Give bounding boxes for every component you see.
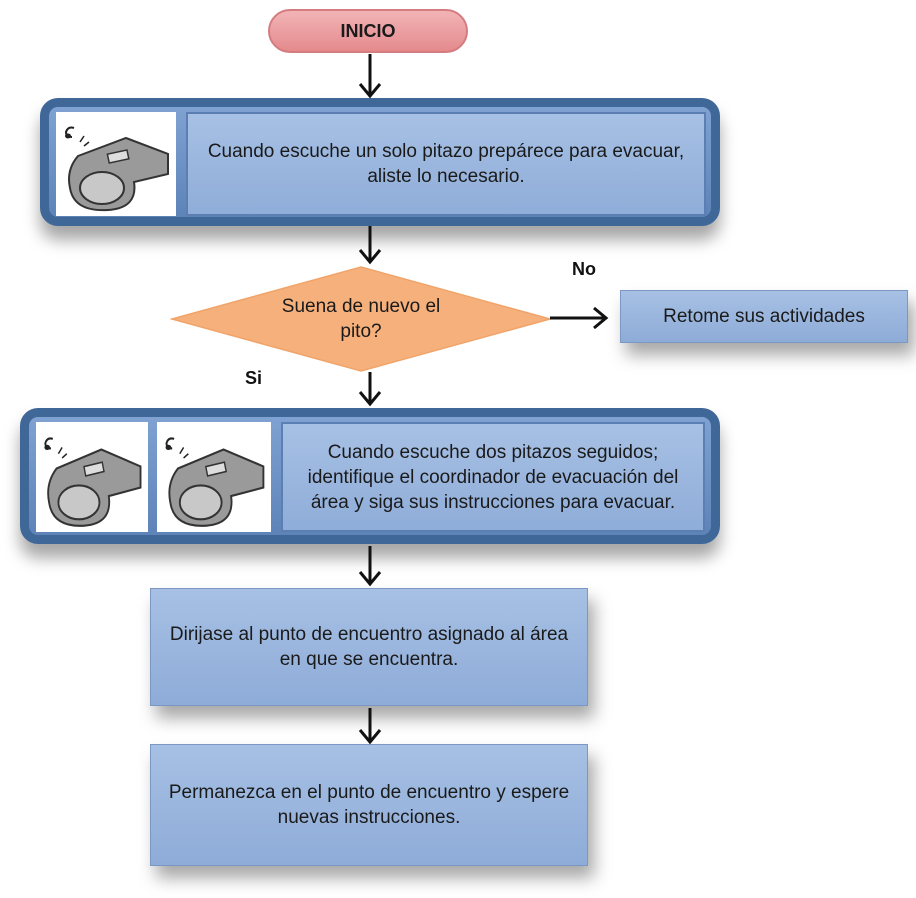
- step1-text: Cuando escuche un solo pitazo prepárece …: [207, 141, 685, 187]
- yes-label: Si: [245, 368, 263, 388]
- step2-text-box: Cuando escuche dos pitazos seguidos; ide…: [281, 422, 705, 532]
- decision-text-box: Suena de nuevo el pito?: [270, 287, 452, 351]
- whistle-icon-2b: [157, 422, 271, 532]
- step1-panel: Cuando escuche un solo pitazo prepárece …: [40, 98, 720, 226]
- whistle-icon-2a: [36, 422, 148, 532]
- step3-box: Dirijase al punto de encuentro asignado …: [150, 588, 588, 706]
- step1-text-box: Cuando escuche un solo pitazo prepárece …: [186, 112, 706, 216]
- whistle-icon: [64, 126, 169, 212]
- start-label: INICIO: [340, 20, 396, 41]
- no-branch-box: Retome sus actividades: [620, 290, 908, 343]
- no-label: No: [572, 259, 596, 279]
- step3-text: Dirijase al punto de encuentro asignado …: [169, 624, 569, 670]
- whistle-icon: [44, 437, 142, 527]
- step2-panel: Cuando escuche dos pitazos seguidos; ide…: [20, 408, 720, 544]
- decision-diamond: [170, 266, 552, 372]
- step4-text: Permanezca en el punto de encuentro y es…: [168, 782, 570, 828]
- start-node: INICIO: [268, 9, 468, 53]
- decision-text: Suena de nuevo el pito?: [281, 296, 441, 342]
- step4-box: Permanezca en el punto de encuentro y es…: [150, 744, 588, 866]
- whistle-icon: [165, 437, 265, 527]
- step2-text: Cuando escuche dos pitazos seguidos; ide…: [307, 441, 679, 513]
- whistle-icon-1: [56, 112, 176, 216]
- no-branch-text: Retome sus actividades: [663, 306, 865, 327]
